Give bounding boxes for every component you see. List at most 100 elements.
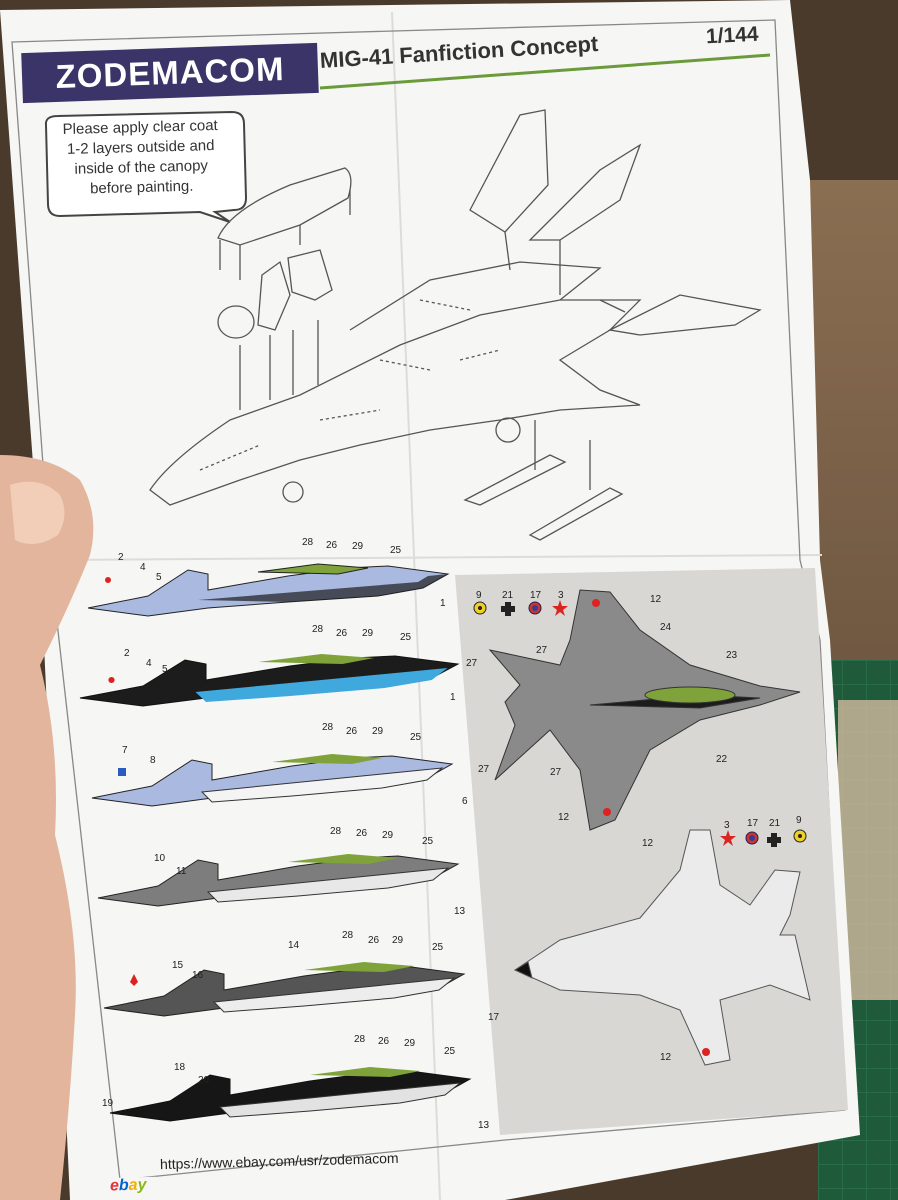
callout-number: 29: [392, 935, 404, 946]
callout-number: 26: [326, 540, 338, 551]
callout-number: 28: [342, 930, 354, 941]
profile-4-grey: [97, 854, 459, 907]
callout-number: 28: [302, 537, 314, 548]
callout-number: 1: [440, 598, 446, 609]
callout-number: 28: [354, 1034, 366, 1045]
profile-1-lightblue: [87, 563, 449, 617]
ebay-letter-b: b: [118, 1176, 129, 1195]
scale-label: 1/144: [705, 22, 760, 49]
callout-number: 27: [466, 658, 478, 669]
callout-number: 10: [154, 853, 166, 864]
callout-number: 29: [372, 726, 384, 737]
seat-part: [257, 260, 291, 331]
callout-number: 23: [726, 650, 738, 661]
callout-number: 2: [124, 648, 130, 659]
callout-number: 25: [444, 1046, 456, 1057]
callout-number: 25: [400, 632, 412, 643]
brand-logo: ZODEMACOM: [21, 42, 319, 104]
callout-number: 1: [450, 692, 456, 703]
callout-number: 26: [346, 726, 358, 737]
seat-part-2: [287, 249, 333, 301]
stabilizer-part: [607, 294, 762, 336]
callout-number: 14: [288, 940, 300, 951]
landing-gear-wheel: [282, 481, 304, 503]
tail-fin-right: [528, 143, 642, 241]
callout-number: 27: [550, 767, 562, 778]
callout-number: 25: [432, 942, 444, 953]
callout-number: 9: [476, 590, 482, 601]
top-view-aircraft: [488, 589, 801, 831]
callout-number: 2: [118, 552, 124, 563]
nose-cone-part: [217, 305, 255, 339]
callout-number: 6: [462, 796, 468, 807]
horizontal-fold: [47, 554, 823, 561]
canopy-part: [217, 167, 352, 246]
ebay-letter-a: a: [128, 1176, 138, 1194]
callout-number: 3: [558, 590, 564, 601]
callout-number: 19: [102, 1098, 114, 1109]
callout-number: 29: [404, 1038, 416, 1049]
callout-number: 5: [156, 572, 162, 583]
callout-number: 16: [192, 970, 204, 981]
callout-number: 24: [660, 622, 672, 633]
callout-number: 28: [330, 826, 342, 837]
callout-number: 27: [478, 764, 490, 775]
callout-number: 26: [336, 628, 348, 639]
callout-number: 18: [174, 1062, 186, 1073]
callout-number: 26: [356, 828, 368, 839]
callout-number: 11: [176, 866, 187, 877]
callout-number: 28: [312, 624, 324, 635]
callout-number: 17: [488, 1012, 500, 1023]
callout-number: 17: [530, 590, 542, 601]
callout-number: 12: [558, 812, 570, 823]
callout-number: 21: [502, 590, 514, 601]
callout-number: 28: [322, 722, 334, 733]
ebay-letter-e: e: [109, 1177, 120, 1195]
fuselage-outline: [149, 299, 642, 506]
bottom-view-aircraft: [513, 829, 811, 1066]
callout-number: 21: [769, 818, 781, 829]
callout-number: 13: [454, 906, 466, 917]
profile-5-canada: [103, 962, 465, 1017]
profile-2-black-cyan: [79, 654, 459, 707]
callout-number: 25: [390, 545, 402, 556]
callout-number: 4: [146, 658, 152, 669]
ebay-logo-mark: [110, 1176, 157, 1196]
callout-number: 22: [716, 754, 728, 765]
callout-number: 5: [162, 664, 168, 675]
callout-number: 4: [140, 562, 146, 573]
title-underline: [319, 53, 771, 90]
exploded-assembly-drawing: [149, 109, 762, 541]
callout-number: 20: [198, 1075, 210, 1086]
missile-part: [463, 454, 567, 506]
note-speech-bubble: [44, 110, 248, 223]
clear-coat-note: Please apply clear coat 1-2 layers outsi…: [45, 116, 237, 201]
ebay-letter-y: y: [137, 1176, 147, 1194]
callout-number: 27: [536, 645, 548, 656]
vertical-fold: [391, 11, 441, 1200]
callout-number: 26: [368, 935, 380, 946]
wing-outline: [349, 261, 602, 331]
callout-number: 17: [747, 818, 759, 829]
callout-number: 3: [724, 820, 730, 831]
callout-number: 13: [478, 1120, 490, 1131]
callout-number: 29: [362, 628, 374, 639]
callout-number: 29: [382, 830, 394, 841]
callout-number: 15: [172, 960, 184, 971]
callout-number: 29: [352, 541, 364, 552]
callout-number: 25: [410, 732, 422, 743]
callout-number: 12: [650, 594, 662, 605]
callout-number: 12: [660, 1052, 672, 1063]
ebay-logo: ebay: [110, 1177, 147, 1196]
callout-number: 9: [796, 815, 802, 826]
thumbnail: [10, 481, 65, 544]
missile-part-2: [528, 487, 624, 541]
hand-holding-sheet: [0, 455, 94, 1200]
top-markings: [473, 600, 568, 616]
landing-gear-wheel-2: [495, 417, 521, 443]
callout-number: 8: [150, 755, 156, 766]
tail-fin-left: [469, 109, 549, 233]
callout-number: 7: [122, 745, 128, 756]
profile-6-black-german: [109, 1067, 471, 1122]
